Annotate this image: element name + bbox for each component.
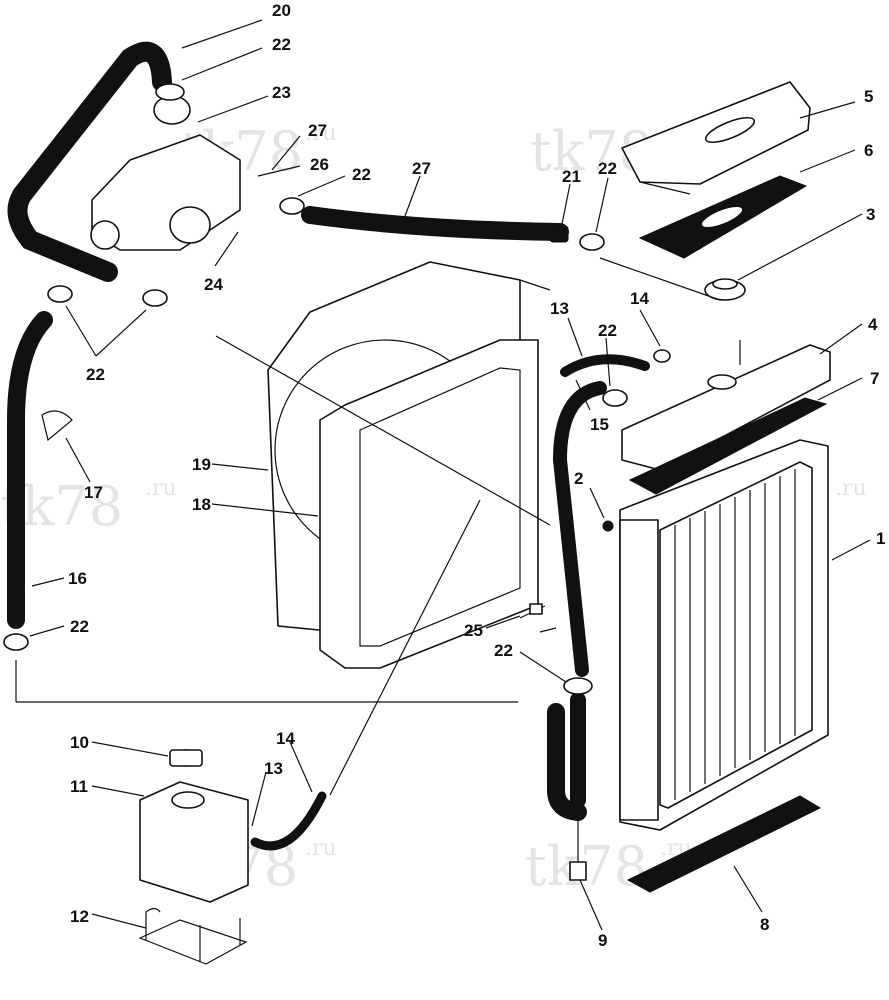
callout-14: 14	[630, 289, 649, 308]
part-tube-27	[301, 206, 569, 241]
callout-23: 23	[272, 83, 291, 102]
part-hose-13	[560, 354, 650, 377]
callout-14: 14	[276, 729, 295, 748]
part-connector-21	[549, 225, 569, 243]
callout-12: 12	[70, 907, 89, 926]
callout-labels: 20 22 23 27 26 22 27 21 22 5 6 3 24 22 4…	[68, 1, 885, 950]
callout-27: 27	[412, 159, 431, 178]
watermark-suffix: .ru	[835, 476, 867, 501]
callout-1: 1	[876, 529, 885, 548]
callout-22: 22	[598, 159, 617, 178]
part-radiator-cap	[704, 278, 746, 301]
callout-16: 16	[68, 569, 87, 588]
part-overflow-tank	[139, 749, 249, 903]
callout-6: 6	[864, 141, 873, 160]
clamps	[3, 83, 671, 695]
reference-lines	[15, 257, 721, 796]
callout-22: 22	[86, 365, 105, 384]
callout-22: 22	[494, 641, 513, 660]
part-plug	[602, 520, 614, 532]
callout-22: 22	[70, 617, 89, 636]
callout-11: 11	[70, 777, 88, 796]
callout-9: 9	[598, 931, 607, 950]
part-bottom-tube	[547, 692, 587, 821]
callout-7: 7	[870, 369, 879, 388]
watermark-suffix: .ru	[305, 121, 337, 146]
callout-25: 25	[464, 621, 483, 640]
part-bracket	[138, 907, 248, 965]
leader-lines	[29, 19, 871, 931]
part-gasket-tank	[628, 397, 828, 495]
callout-26: 26	[310, 155, 329, 174]
part-hose-16	[7, 311, 53, 629]
callout-18: 18	[192, 495, 211, 514]
part-sensor	[519, 603, 557, 633]
callout-24: 24	[204, 275, 223, 294]
callout-22: 22	[352, 165, 371, 184]
part-top-cover	[621, 81, 811, 195]
callout-27: 27	[308, 121, 327, 140]
part-gasket-top	[638, 175, 808, 259]
watermark-suffix: .ru	[145, 476, 177, 501]
callout-5: 5	[864, 87, 873, 106]
part-bottom-strip	[626, 795, 822, 893]
callout-22: 22	[598, 321, 617, 340]
callout-17: 17	[84, 483, 103, 502]
part-radiator-core	[619, 439, 829, 831]
part-hose-15	[552, 381, 607, 677]
part-hose-14	[250, 791, 327, 851]
callout-21: 21	[562, 167, 581, 186]
part-clip	[41, 410, 73, 442]
part-drain-cock	[569, 820, 587, 881]
part-top-tank	[621, 340, 831, 471]
callout-2: 2	[574, 469, 583, 488]
callout-4: 4	[868, 315, 878, 334]
callout-15: 15	[590, 415, 609, 434]
radiator-fins	[674, 469, 796, 800]
callout-10: 10	[70, 733, 89, 752]
part-hose-20	[7, 41, 172, 282]
callout-13: 13	[550, 299, 569, 318]
watermark-suffix: .ru	[305, 836, 337, 861]
callout-3: 3	[866, 205, 875, 224]
callout-22: 22	[272, 35, 291, 54]
callout-20: 20	[272, 1, 291, 20]
callout-19: 19	[192, 455, 211, 474]
callout-8: 8	[760, 915, 769, 934]
part-thermostat-housing	[90, 95, 241, 251]
callout-13: 13	[264, 759, 283, 778]
